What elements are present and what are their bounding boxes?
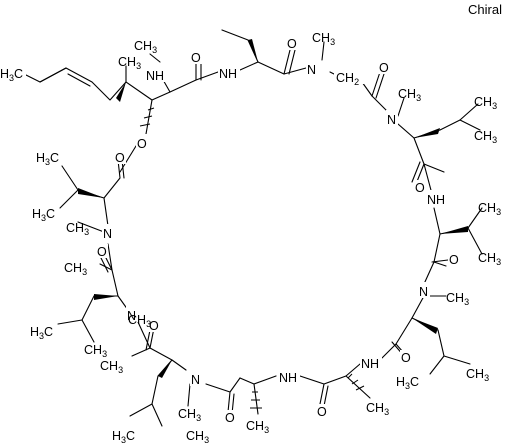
atom-label-n: N <box>387 113 396 127</box>
atom-label-ch3: CH3 <box>66 221 89 237</box>
atom-label-ch3: CH3 <box>478 201 501 217</box>
atom-label-ch3: CH3 <box>186 429 209 445</box>
atom-label-n: N <box>307 63 316 77</box>
atom-label-ch3: CH3 <box>134 39 157 55</box>
atom-label-ch3: CH3 <box>474 129 497 145</box>
atom-label-n: N <box>191 373 200 387</box>
atom-labels: Chiral H3C NH O NH O N CH2 O N O NH <box>0 2 502 445</box>
atom-label-ch3: CH3 <box>446 291 469 307</box>
atom-label-ch3: CH3 <box>246 419 269 435</box>
atom-label-n: N <box>419 285 428 299</box>
atom-label-o: O <box>137 137 147 151</box>
atom-label-o: O <box>115 151 125 165</box>
atom-label-ch3: CH3 <box>366 401 389 417</box>
atom-label-ch3: CH3 <box>84 343 107 359</box>
atom-label-n: N <box>103 227 112 241</box>
atom-label-o: O <box>287 37 297 51</box>
atom-label-n: N <box>127 309 136 323</box>
atom-label-ch3: CH3 <box>100 359 123 375</box>
atom-label-ch3: CH3 <box>478 251 501 267</box>
atom-label-ch3: CH3 <box>398 87 421 103</box>
atom-label-o: O <box>449 253 459 267</box>
atom-label-o: O <box>149 319 159 333</box>
chiral-label: Chiral <box>468 2 502 17</box>
atom-label-h3c: H3C <box>32 207 55 223</box>
atom-label-o: O <box>191 51 201 65</box>
atom-label-h3c: H3C <box>396 375 419 391</box>
atom-label-ch3: CH3 <box>474 95 497 111</box>
atom-label-ch3: CH3 <box>312 31 335 47</box>
atom-label-o: O <box>225 411 235 425</box>
atom-label-ch3: CH3 <box>466 367 489 383</box>
atom-label-ch3: CH3 <box>178 407 201 423</box>
atom-label-nh: NH <box>361 357 379 371</box>
atom-label-h3c: H3C <box>112 429 135 445</box>
atom-label-o: O <box>97 245 107 259</box>
atom-label-nh: NH <box>279 371 297 385</box>
atom-label-nh: NH <box>219 67 237 81</box>
atom-label-nh: NH <box>427 193 445 207</box>
atom-label-h3c: H3C <box>30 325 53 341</box>
atom-label-o: O <box>317 405 327 419</box>
atom-label-ch3: CH3 <box>118 55 141 71</box>
atom-label-h3c: H3C <box>36 151 59 167</box>
atom-label-nh: NH <box>146 69 164 83</box>
atom-label-o: O <box>415 181 425 195</box>
atom-label-o: O <box>401 351 411 365</box>
alkene-bond <box>39 67 67 83</box>
atom-label-o: O <box>379 61 389 75</box>
atom-label-ch2: CH2 <box>336 71 359 87</box>
atom-label-ch3: CH3 <box>64 261 87 277</box>
stereo-bonds <box>78 39 468 409</box>
atom-label-ch3: CH3 <box>128 313 151 329</box>
atom-label-h3c: H3C <box>0 67 23 83</box>
